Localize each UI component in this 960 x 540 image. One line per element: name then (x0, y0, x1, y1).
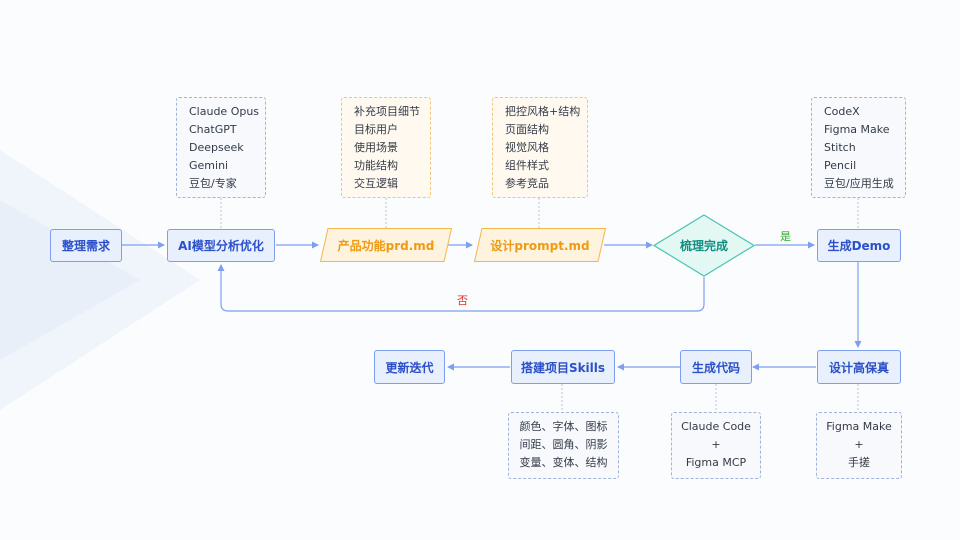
node-code[interactable]: 生成代码 (680, 350, 752, 384)
note-prompt-item: 把控风格+结构 (505, 105, 581, 118)
note-prd-item: 交互逻辑 (354, 177, 398, 190)
note-demo-tool: Stitch (824, 141, 856, 154)
node-requirements[interactable]: 整理需求 (50, 229, 122, 262)
node-prompt[interactable]: 设计prompt.md (474, 228, 606, 262)
note-prompt-item: 视觉风格 (505, 141, 549, 154)
note-demo-tool: Pencil (824, 159, 857, 172)
node-prompt-label: 设计prompt.md (490, 238, 590, 253)
note-skills-item: 变量、变体、结构 (519, 456, 608, 469)
note-prd-item: 功能结构 (354, 159, 398, 172)
note-prd-item: 补充项目细节 (354, 105, 420, 118)
note-prd-item: 目标用户 (354, 123, 398, 136)
note-skills-item: 颜色、字体、图标 (519, 420, 608, 433)
note-models-item: ChatGPT (189, 123, 237, 136)
note-code-tool: Figma MCP (685, 456, 747, 469)
note-models: Claude Opus ChatGPT Deepseek Gemini 豆包/专… (176, 97, 266, 198)
note-demo-tool: Figma Make (824, 123, 890, 136)
arrow-review-back-to-ai (217, 264, 705, 312)
note-demo-tool: CodeX (824, 105, 860, 118)
note-hifi-tool: 手搓 (848, 456, 870, 469)
note-prd-item: 使用场景 (354, 141, 398, 154)
note-demo-tools: CodeX Figma Make Stitch Pencil 豆包/应用生成 (811, 97, 906, 198)
node-review-diamond[interactable] (653, 214, 755, 277)
node-prd[interactable]: 产品功能prd.md (320, 228, 452, 262)
note-prompt-items: 把控风格+结构 页面结构 视觉风格 组件样式 参考竞品 (492, 97, 588, 198)
node-review-label: 梳理完成 (679, 239, 728, 253)
node-skills[interactable]: 搭建项目Skills (511, 350, 615, 384)
parallelogram-shape (320, 228, 452, 262)
note-code-tools: Claude Code + Figma MCP (671, 412, 761, 479)
note-prompt-item: 页面结构 (505, 123, 549, 136)
note-skills-items: 颜色、字体、图标 间距、圆角、阴影 变量、变体、结构 (508, 412, 619, 479)
note-models-item: Gemini (189, 159, 229, 172)
note-demo-tool: 豆包/应用生成 (824, 177, 894, 190)
note-hifi-tools: Figma Make + 手搓 (816, 412, 902, 479)
note-models-item: 豆包/专家 (189, 177, 237, 190)
note-skills-item: 间距、圆角、阴影 (519, 438, 608, 451)
node-hifi[interactable]: 设计高保真 (817, 350, 901, 384)
node-ai-analysis[interactable]: AI模型分析优化 (167, 229, 275, 262)
note-hifi-tool: + (854, 438, 864, 451)
note-code-tool: + (711, 438, 721, 451)
label-no: 否 (457, 294, 468, 307)
note-models-item: Deepseek (189, 141, 244, 154)
note-prompt-item: 参考竞品 (505, 177, 549, 190)
note-models-item: Claude Opus (189, 105, 260, 118)
parallelogram-shape (474, 228, 606, 262)
note-code-tool: Claude Code (681, 420, 751, 433)
note-prd-items: 补充项目细节 目标用户 使用场景 功能结构 交互逻辑 (341, 97, 431, 198)
node-prd-label: 产品功能prd.md (337, 238, 435, 253)
note-hifi-tool: Figma Make (826, 420, 892, 433)
node-demo[interactable]: 生成Demo (817, 229, 901, 262)
label-yes: 是 (780, 230, 791, 243)
note-prompt-item: 组件样式 (505, 159, 549, 172)
node-iterate[interactable]: 更新迭代 (374, 350, 445, 384)
